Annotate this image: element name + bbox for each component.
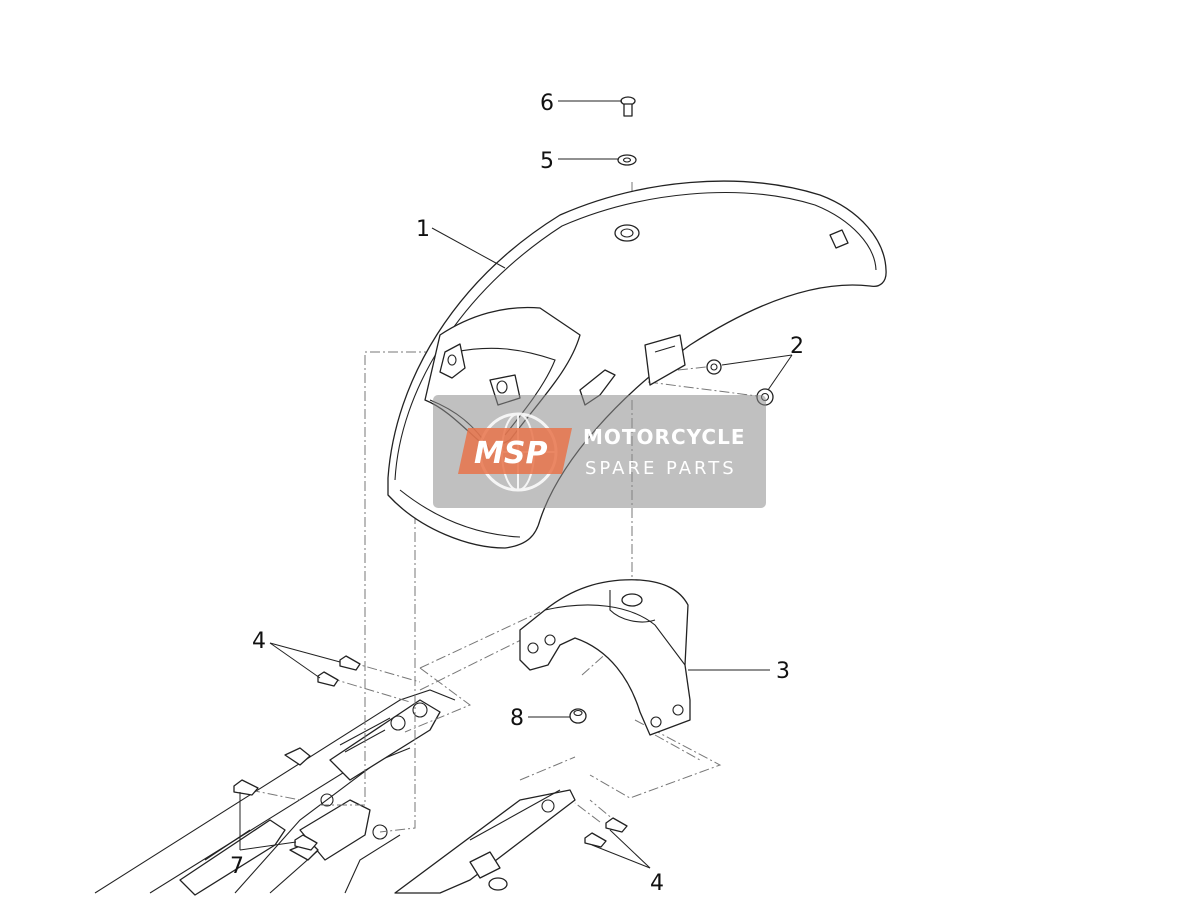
leader-lines: [239, 100, 793, 869]
callout-4-left: 4: [252, 629, 266, 654]
callout-3: 3: [776, 659, 790, 684]
bolt-part-6: [620, 96, 636, 117]
nut-part-8: [569, 708, 587, 724]
callout-labels: 6 5 1 2 3 4 8 7 4: [230, 91, 804, 896]
watermark-line2: SPARE PARTS: [585, 458, 737, 479]
bolt-part-7: [233, 779, 318, 851]
fender-support-bracket: [519, 579, 691, 736]
callout-7: 7: [230, 854, 244, 879]
bolt-part-4-right: [584, 817, 628, 848]
callout-8: 8: [510, 706, 524, 731]
callout-6: 6: [540, 91, 554, 116]
bolt-part-4-left: [317, 655, 361, 687]
watermark-logo-badge: [458, 428, 572, 474]
callout-1: 1: [416, 217, 430, 242]
watermark-logo: MSP: [474, 436, 547, 471]
watermark-box: [433, 395, 766, 508]
callout-2: 2: [790, 334, 804, 359]
watermark-line1: MOTORCYCLE: [583, 425, 745, 449]
callout-4-right: 4: [650, 871, 664, 896]
callout-5: 5: [540, 149, 554, 174]
washer-part-5: [617, 154, 637, 166]
watermark: MSP MOTORCYCLE SPARE PARTS: [433, 395, 766, 508]
frame-assembly: [94, 689, 576, 896]
